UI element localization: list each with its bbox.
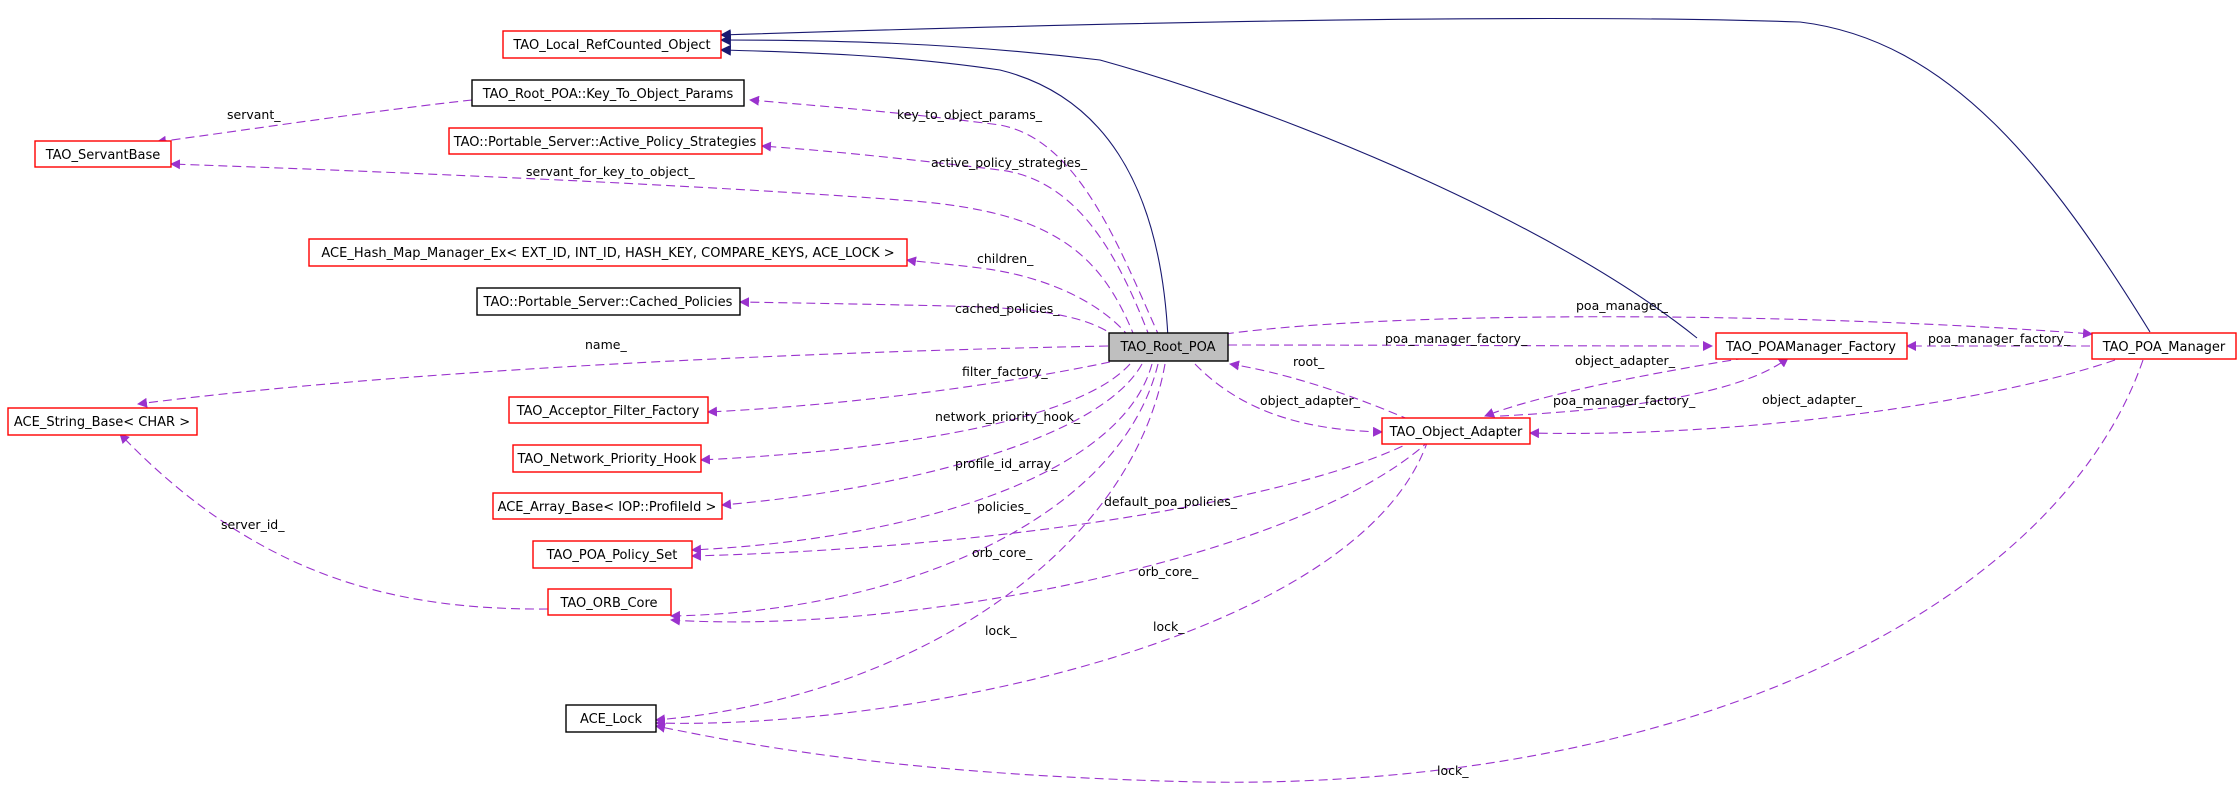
node-tao-acceptor-filter-factory[interactable]: TAO_Acceptor_Filter_Factory (508, 396, 709, 424)
node-label: TAO::Portable_Server::Cached_Policies (483, 295, 733, 310)
node-label: ACE_String_Base< CHAR > (14, 415, 190, 430)
edge-orb-core-root (670, 363, 1159, 621)
label-lock-mgr: lock_ (1437, 763, 1469, 778)
node-tao-object-adapter[interactable]: TAO_Object_Adapter (1381, 417, 1531, 445)
node-tao-root-poa[interactable]: TAO_Root_POA (1108, 332, 1229, 362)
label-server-id: server_id_ (221, 517, 285, 532)
label-servant-for-key-to-object: servant_for_key_to_object_ (526, 164, 695, 179)
edge-default-poa-policies (691, 439, 1416, 561)
edge-lock-oa (655, 439, 1429, 729)
label-active-policy-strategies: active_policy_strategies_ (931, 155, 1088, 170)
label-poa-manager: poa_manager_ (1576, 298, 1669, 313)
label-object-adapter-factory: object_adapter_ (1575, 353, 1676, 368)
label-children: children_ (977, 251, 1034, 266)
label-filter-factory: filter_factory_ (962, 364, 1048, 379)
label-cached-policies: cached_policies_ (955, 301, 1060, 316)
edge-lock-root (655, 363, 1166, 725)
edge-object-adapter-root (1194, 363, 1383, 437)
node-cached-policies[interactable]: TAO::Portable_Server::Cached_Policies (476, 287, 741, 316)
edge-server-id (119, 433, 549, 610)
node-label: TAO_Network_Priority_Hook (516, 452, 697, 467)
label-servant: servant_ (227, 107, 281, 122)
node-label: TAO_Acceptor_Filter_Factory (516, 404, 700, 419)
edge-poa-manager (1224, 316, 2093, 339)
label-poa-manager-factory-oa: poa_manager_factory_ (1553, 393, 1696, 408)
label-profile-id-array: profile_id_array_ (955, 456, 1058, 471)
node-tao-poamanager-factory[interactable]: TAO_POAManager_Factory (1715, 332, 1908, 360)
edge-poa-manager-factory-oa (1499, 357, 1789, 417)
node-label: TAO_Root_POA::Key_To_Object_Params (482, 87, 734, 102)
node-label: TAO_POA_Policy_Set (546, 548, 678, 563)
edge-key-to-object-params (749, 95, 1161, 339)
label-key-to-object-params: key_to_object_params_ (897, 107, 1043, 122)
edge-servant-for-key-to-object (170, 159, 1136, 339)
edge-children (906, 256, 1131, 339)
edge-poamanager-factory-inherits-refcounted (719, 34, 1698, 339)
edge-name (137, 345, 1109, 408)
node-label: TAO_POAManager_Factory (1725, 340, 1896, 355)
edge-policies (691, 363, 1153, 555)
label-name: name_ (585, 337, 627, 352)
node-ace-hash-map-manager[interactable]: ACE_Hash_Map_Manager_Ex< EXT_ID, INT_ID,… (308, 238, 908, 267)
node-tao-poa-manager[interactable]: TAO_POA_Manager (2091, 332, 2237, 360)
node-label: TAO_POA_Manager (2102, 340, 2226, 355)
edge-profile-id-array (721, 363, 1143, 510)
label-lock-root: lock_ (985, 623, 1017, 638)
edge-root-poa-inherits-refcounted (719, 44, 1169, 339)
node-label: ACE_Hash_Map_Manager_Ex< EXT_ID, INT_ID,… (321, 246, 894, 261)
edge-filter-factory (707, 361, 1111, 417)
node-active-policy-strategies[interactable]: TAO::Portable_Server::Active_Policy_Stra… (448, 127, 763, 155)
edge-poa-manager-factory-root (1227, 340, 1713, 351)
edge-orb-core-oa (670, 439, 1431, 626)
node-label: TAO_Local_RefCounted_Object (512, 38, 710, 53)
label-poa-manager-factory-mgr: poa_manager_factory_ (1928, 331, 2071, 346)
node-label: TAO_ORB_Core (559, 596, 657, 611)
edge-servant (156, 99, 473, 146)
edge-poa-manager-inherits-refcounted (719, 17, 2151, 333)
edge-network-priority-hook (700, 363, 1131, 465)
label-orb-core-root: orb_core_ (972, 545, 1033, 560)
node-ace-lock[interactable]: ACE_Lock (565, 704, 657, 733)
edge-object-adapter-factory (1484, 357, 1746, 418)
node-tao-servantbase[interactable]: TAO_ServantBase (34, 140, 172, 168)
node-tao-poa-policy-set[interactable]: TAO_POA_Policy_Set (532, 540, 693, 569)
node-tao-orb-core[interactable]: TAO_ORB_Core (547, 588, 672, 616)
node-tao-local-refcounted-object[interactable]: TAO_Local_RefCounted_Object (502, 30, 722, 59)
label-root: root_ (1293, 354, 1325, 369)
label-policies: policies_ (977, 499, 1031, 514)
node-ace-string-base[interactable]: ACE_String_Base< CHAR > (7, 407, 198, 436)
node-label: TAO_ServantBase (45, 148, 161, 163)
edge-labels: servant_ key_to_object_params_ active_po… (221, 107, 2071, 778)
node-tao-network-priority-hook[interactable]: TAO_Network_Priority_Hook (512, 444, 702, 473)
label-object-adapter-mgr: object_adapter_ (1762, 392, 1863, 407)
edge-root (1229, 360, 1411, 421)
node-ace-array-base[interactable]: ACE_Array_Base< IOP::ProfileId > (492, 492, 723, 520)
label-lock-oa: lock_ (1153, 619, 1185, 634)
node-key-to-object-params[interactable]: TAO_Root_POA::Key_To_Object_Params (471, 79, 745, 107)
node-label: ACE_Lock (580, 712, 643, 727)
node-label: TAO_Object_Adapter (1389, 425, 1523, 440)
node-label: TAO_Root_POA (1119, 340, 1215, 355)
node-label: ACE_Array_Base< IOP::ProfileId > (498, 500, 717, 515)
node-label: TAO::Portable_Server::Active_Policy_Stra… (453, 135, 757, 150)
association-edges (119, 95, 2144, 783)
label-object-adapter-root: object_adapter_ (1260, 393, 1361, 408)
nodes: TAO_Local_RefCounted_Object TAO_Root_POA… (7, 30, 2237, 733)
inheritance-edges (719, 17, 2151, 339)
label-orb-core-oa: orb_core_ (1138, 564, 1199, 579)
edge-active-policy-strategies (761, 141, 1151, 339)
edge-cached-policies (739, 297, 1119, 339)
label-poa-manager-factory-root: poa_manager_factory_ (1385, 331, 1528, 346)
label-default-poa-policies: default_poa_policies_ (1104, 494, 1238, 509)
edge-object-adapter-mgr (1529, 359, 2116, 439)
label-network-priority-hook: network_priority_hook_ (935, 409, 1081, 424)
